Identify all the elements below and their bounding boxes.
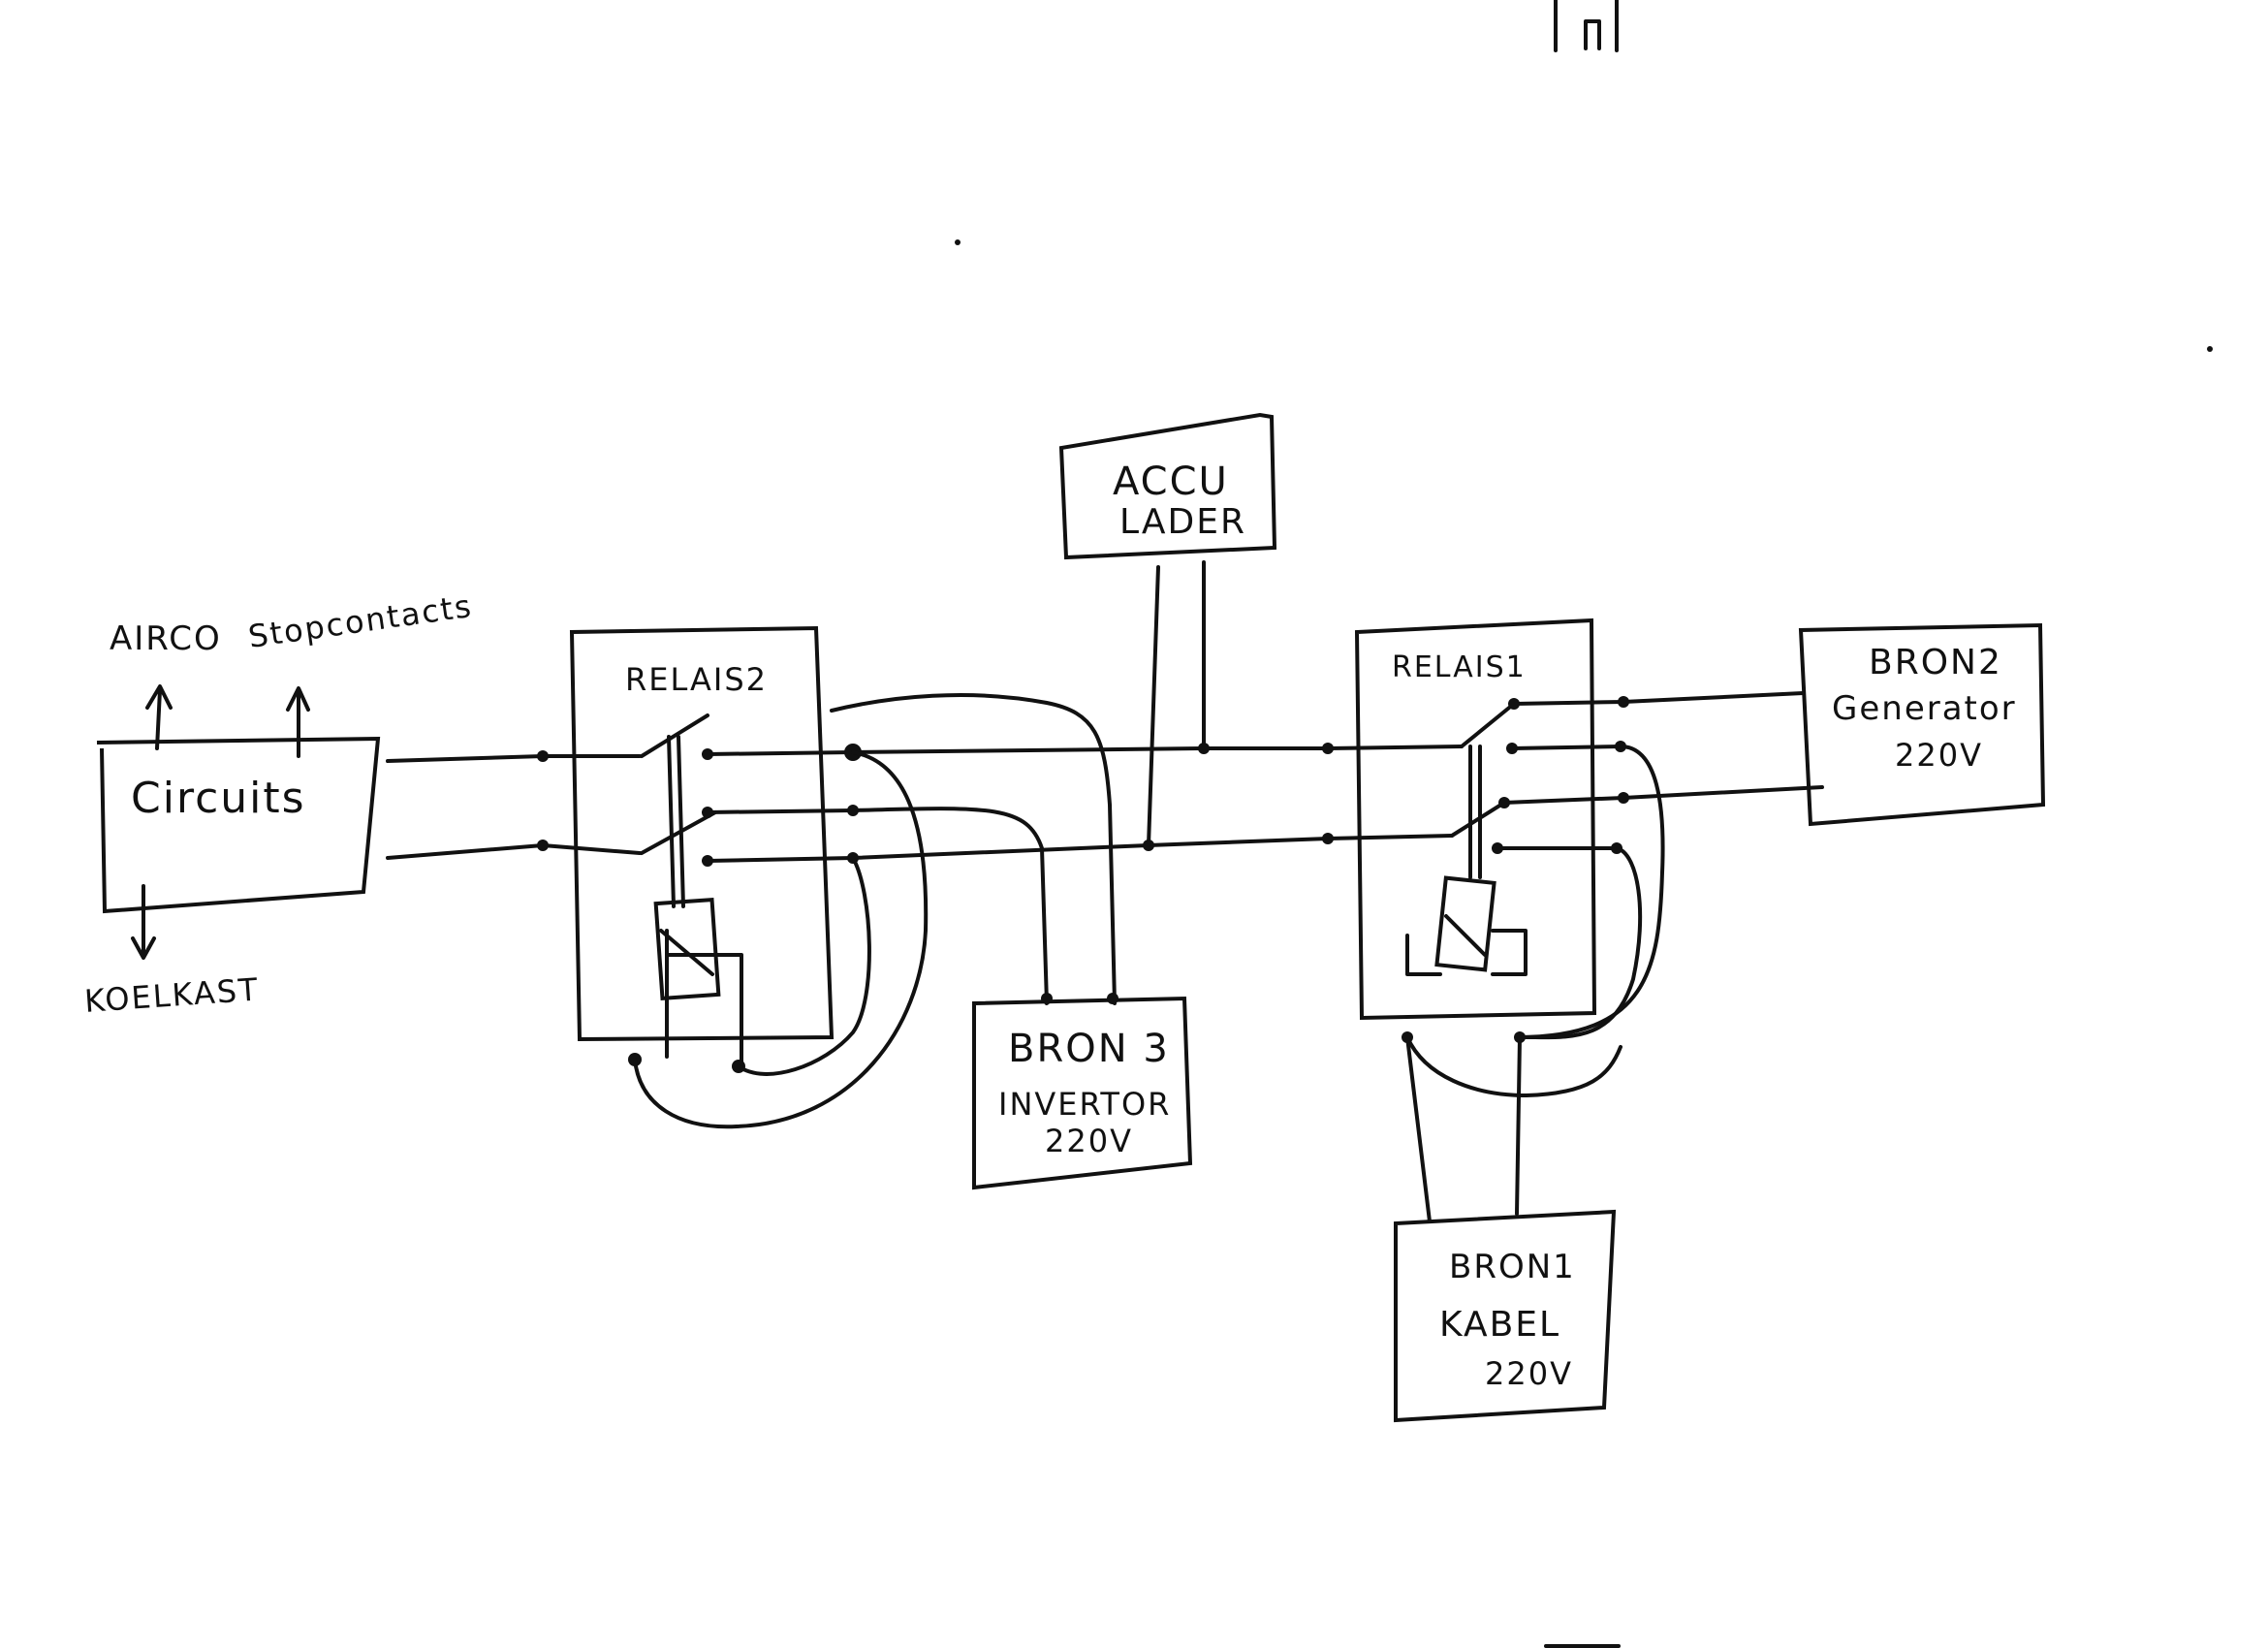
accu-label-line1: ACCU (1113, 460, 1229, 504)
bron2-label-line2: Generator (1832, 689, 2017, 728)
bron3-label-line1: BRON 3 (1008, 1027, 1170, 1071)
relais2-box (569, 625, 835, 1042)
accu-lader-block: ACCU LADER (1058, 412, 1277, 560)
relais1-block: RELAIS1 (1354, 618, 1597, 1021)
bron1-label-line1: BRON1 (1449, 1248, 1576, 1286)
relais1-actuator (1468, 745, 1482, 879)
accu-label-line2: LADER (1119, 502, 1246, 542)
binder-mark (1544, 0, 1621, 1648)
bron3-label-line3: 220V (1045, 1123, 1133, 1159)
koelkast-label: KOELKAST (83, 970, 261, 1020)
relais2-switch-top (640, 713, 709, 758)
wire-relais1-nc-top (1510, 745, 1665, 1039)
koelkast-arrow (131, 884, 156, 960)
airco-label: AIRCO (110, 619, 222, 658)
bron1-label-line3: 220V (1485, 1355, 1573, 1392)
relais2-switch-bottom (640, 810, 717, 855)
bron1-box (1394, 1209, 1617, 1423)
relais1-box (1354, 618, 1597, 1021)
bron2-block: BRON2 Generator 220V (1798, 622, 2046, 827)
bron1-block: BRON1 KABEL 220V (1394, 1209, 1617, 1423)
wiring (386, 560, 1824, 1223)
circuits-block: Circuits AIRCO Stopcontacts KOELKAST (83, 587, 475, 1020)
relais1-switch-bottom (1450, 801, 1506, 838)
wire-relais2-coil-a (633, 750, 929, 1129)
accu-lader-box (1058, 412, 1277, 560)
relais1-coil (1434, 875, 1496, 972)
bron3-block: BRON 3 INVERTOR 220V (972, 996, 1193, 1190)
relais2-block: RELAIS2 (569, 625, 835, 1073)
wire-relais2-coil-b (737, 856, 871, 1076)
speck (955, 239, 961, 245)
stopcontacts-label: Stopcontacts (246, 587, 475, 655)
wire-relais1-to-bron2-bottom (1502, 785, 1824, 805)
bron1-label-line2: KABEL (1439, 1305, 1560, 1345)
airco-arrow (145, 684, 173, 750)
wire-circuits-relais2-top (386, 754, 642, 763)
circuits-box (96, 736, 381, 914)
stopcontacts-arrow (286, 686, 310, 758)
wire-circuits-relais2-bottom (386, 843, 642, 860)
relais2-coil-diagonal (659, 929, 714, 976)
bron2-label-line1: BRON2 (1869, 643, 2002, 682)
relais2-label: RELAIS2 (625, 661, 768, 698)
wire-accu-bottom (1147, 565, 1160, 847)
wire-main-bottom (706, 834, 1454, 863)
wire-bron1-b (1515, 1035, 1522, 1216)
bron2-label-line3: 220V (1895, 737, 1983, 774)
wire-relais1-nc-bottom (1496, 846, 1643, 1040)
relais2-actuator (667, 735, 685, 908)
relais1-label: RELAIS1 (1392, 650, 1527, 684)
relais1-switch-top (1460, 702, 1516, 748)
bron2-box (1798, 622, 2046, 827)
wire-bron1-a (1405, 1035, 1432, 1223)
relais1-coil-diagonal (1444, 914, 1487, 957)
speck (2207, 346, 2213, 352)
wire-relais1-coil-loop (1405, 1035, 1622, 1097)
wire-relais2-to-bron3-b (830, 692, 1117, 1005)
bron3-label-line2: INVERTOR (998, 1086, 1171, 1123)
circuits-label: Circuits (131, 774, 306, 823)
relais1-coil-bracket (1405, 929, 1528, 976)
wire-relais2-to-bron3-a (706, 807, 1049, 1005)
wire-relais1-to-bron2-top (1512, 691, 1805, 706)
